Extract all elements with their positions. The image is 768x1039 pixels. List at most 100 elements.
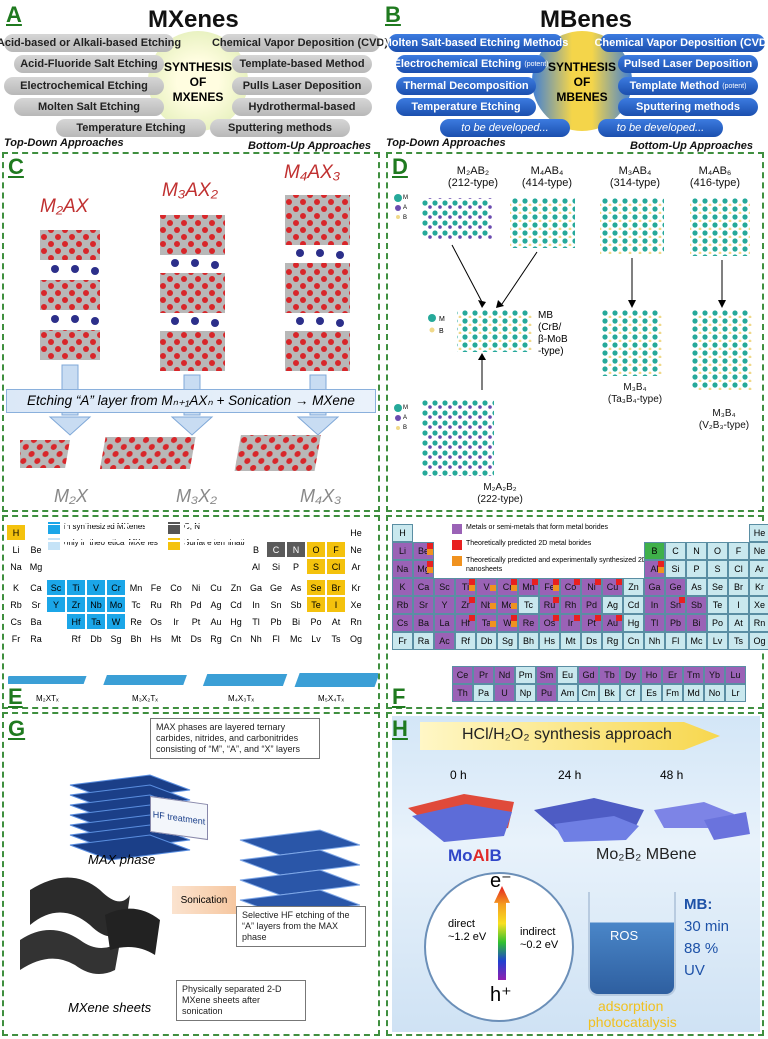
element-co: Co <box>560 578 581 596</box>
element-er: Er <box>662 666 683 684</box>
type-222-label: M₂A₂B₂ (222-type) <box>455 482 545 506</box>
predicted-marker <box>553 615 559 621</box>
mbenes-method-right-4: Sputtering methods <box>618 98 758 116</box>
empty-cell <box>66 558 86 575</box>
element-v: V <box>476 578 497 596</box>
empty-cell <box>434 542 455 560</box>
element-ac: Ac <box>434 632 455 650</box>
etching-note: Selective HF etching of the “A” layers f… <box>236 906 366 947</box>
element-pt: Pt <box>186 613 206 630</box>
mbenes-method-left-2: Electrochemical Etching (potent) <box>396 55 546 73</box>
mxenes-method-right-5: Sputtering methods <box>210 119 350 137</box>
element-mg: Mg <box>413 560 434 578</box>
element-cf: Cf <box>620 684 641 702</box>
element-mo: Mo <box>497 596 518 614</box>
v2b3-type-label: M₃B₄ (V₂B₃-type) <box>684 408 764 432</box>
element-ba: Ba <box>26 613 46 630</box>
element-pd: Pd <box>186 596 206 613</box>
element-fl: Fl <box>266 630 286 647</box>
empty-cell <box>623 542 644 560</box>
empty-cell <box>539 560 560 578</box>
empty-cell <box>602 560 623 578</box>
element-na: Na <box>6 558 26 575</box>
element-yb: Yb <box>704 666 725 684</box>
empty-cell <box>46 630 66 647</box>
empty-cell <box>581 542 602 560</box>
element-n: N <box>686 542 707 560</box>
element-sc: Sc <box>46 579 66 596</box>
element-re: Re <box>518 614 539 632</box>
predicted-marker <box>574 615 580 621</box>
element-ca: Ca <box>413 578 434 596</box>
element-k: K <box>392 578 413 596</box>
empty-cell <box>434 524 455 542</box>
element-rn: Rn <box>749 614 768 632</box>
element-si: Si <box>665 560 686 578</box>
empty-cell <box>602 542 623 560</box>
element-zn: Zn <box>226 579 246 596</box>
element-fl: Fl <box>665 632 686 650</box>
element-rb: Rb <box>6 596 26 613</box>
time-0h: 0 h <box>450 768 467 782</box>
element-sg: Sg <box>106 630 126 647</box>
empty-cell <box>86 558 106 575</box>
element-ag: Ag <box>602 596 623 614</box>
element-cm: Cm <box>578 684 599 702</box>
panel-label-c: C <box>8 154 24 180</box>
panel-label-g: G <box>8 716 25 742</box>
empty-cell <box>539 524 560 542</box>
type-416-label: M₄AB₆ (416-type) <box>680 165 750 189</box>
element-i: I <box>728 596 749 614</box>
element-sn: Sn <box>665 596 686 614</box>
adsorption-label: adsorption <box>598 998 663 1014</box>
element-ce: Ce <box>452 666 473 684</box>
empty-cell <box>644 524 665 542</box>
empty-cell <box>106 558 126 575</box>
element-ga: Ga <box>644 578 665 596</box>
element-w: W <box>106 613 126 630</box>
element-s: S <box>707 560 728 578</box>
element-cs: Cs <box>6 613 26 630</box>
element-y: Y <box>46 596 66 613</box>
element-n: N <box>286 541 306 558</box>
ros-label: ROS <box>610 928 638 943</box>
element-kr: Kr <box>346 579 366 596</box>
element-rh: Rh <box>166 596 186 613</box>
empty-cell <box>476 524 497 542</box>
experimental-marker <box>469 585 475 591</box>
empty-cell <box>518 542 539 560</box>
experimental-marker <box>427 549 433 555</box>
element-pb: Pb <box>665 614 686 632</box>
element-mt: Mt <box>560 632 581 650</box>
empty-cell <box>518 560 539 578</box>
element-al: Al <box>644 560 665 578</box>
element-mc: Mc <box>686 632 707 650</box>
element-se: Se <box>306 579 326 596</box>
element-pr: Pr <box>473 666 494 684</box>
element-cr: Cr <box>106 579 126 596</box>
experimental-marker <box>553 585 559 591</box>
predicted-marker <box>595 579 601 585</box>
mbenes-method-left-1: Molten Salt-based Etching Methods <box>388 34 563 52</box>
experimental-marker <box>490 621 496 627</box>
element-y: Y <box>434 596 455 614</box>
element-no: No <box>704 684 725 702</box>
hole-label: h⁺ <box>490 982 512 1007</box>
element-c: C <box>266 541 286 558</box>
element-rh: Rh <box>560 596 581 614</box>
empty-cell <box>166 524 186 541</box>
experimental-marker <box>511 621 517 627</box>
element-hg: Hg <box>226 613 246 630</box>
empty-cell <box>581 560 602 578</box>
mxenes-method-right-4: Hydrothermal-based <box>232 98 372 116</box>
predicted-marker <box>595 615 601 621</box>
element-ca: Ca <box>26 579 46 596</box>
empty-cell <box>326 524 346 541</box>
empty-cell <box>186 541 206 558</box>
empty-cell <box>66 524 86 541</box>
element-ts: Ts <box>728 632 749 650</box>
element-ds: Ds <box>186 630 206 647</box>
element-lr: Lr <box>725 684 746 702</box>
element-ts: Ts <box>326 630 346 647</box>
element-v: V <box>86 579 106 596</box>
